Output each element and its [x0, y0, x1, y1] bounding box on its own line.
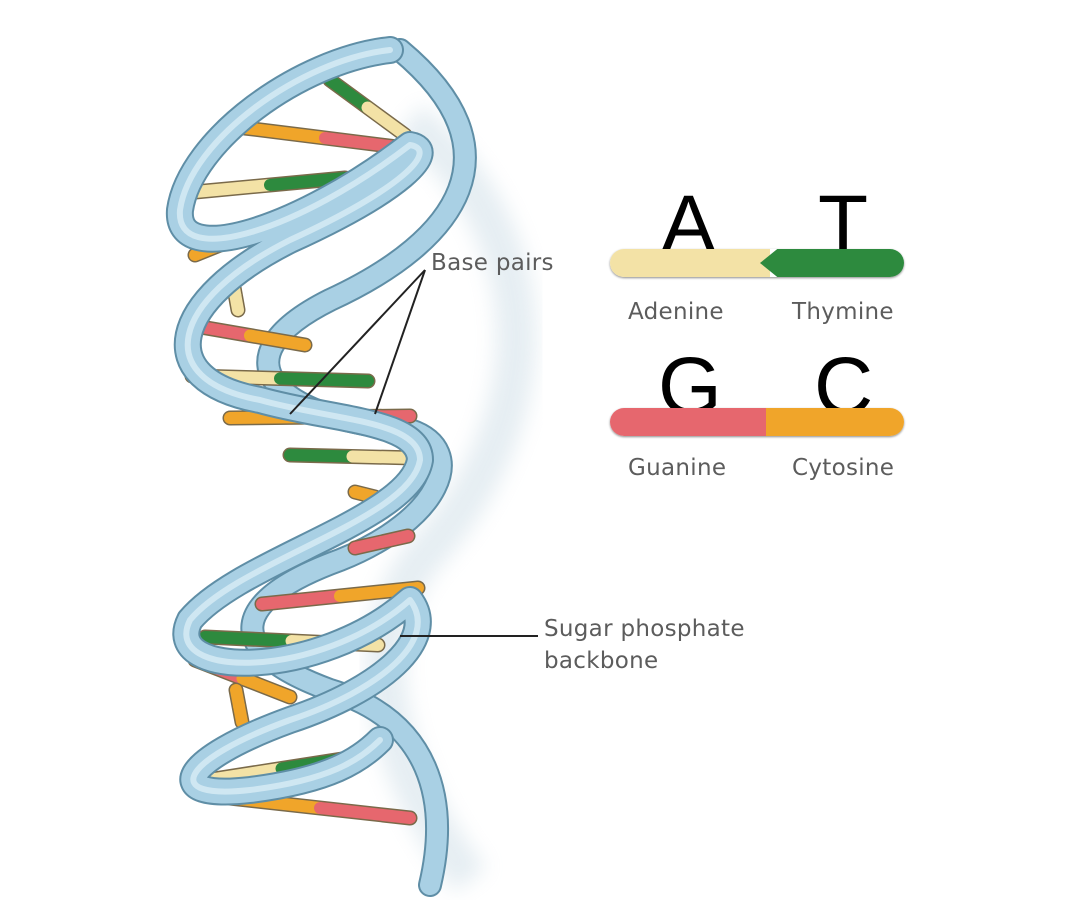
legend-name-adenine: Adenine — [628, 299, 724, 325]
base-pair-3-left — [189, 179, 276, 198]
legend-name-guanine: Guanine — [628, 455, 727, 481]
legend-name-cytosine: Cytosine — [792, 455, 895, 481]
backbone-label-line-1: Sugar phosphate — [544, 616, 745, 642]
base-pair-3-right — [264, 172, 351, 191]
legend-seg-thymine — [760, 249, 904, 277]
base-pair-11-right — [375, 530, 414, 548]
base-pair-14-right — [236, 672, 296, 703]
base-pair-13-left — [199, 631, 298, 647]
base-pairs-leader-line-2 — [374, 269, 426, 415]
backbone-label-line-2: backbone — [544, 648, 659, 674]
base-pair-12-left — [256, 590, 346, 610]
legend-name-thymine: Thymine — [792, 299, 894, 325]
base-pair-5-right — [229, 290, 244, 316]
base-pair-17-right — [314, 802, 416, 824]
legend-bar-guanine-cytosine — [610, 408, 904, 436]
base-pair-1-left — [324, 74, 374, 114]
legend-seg-adenine — [610, 249, 770, 277]
base-pairs-leader-line-1 — [289, 269, 426, 415]
base-pair-2-left — [239, 122, 331, 144]
legend-bar-adenine-thymine — [610, 249, 904, 277]
helix-shadow — [365, 104, 537, 892]
base-pair-7-right — [274, 372, 374, 387]
legend-seg-guanine — [610, 408, 766, 436]
base-pairs-label: Base pairs — [431, 250, 554, 276]
base-pair-9-left — [284, 449, 359, 463]
base-pair-6-right — [244, 329, 311, 351]
base-pair-15-right — [233, 700, 248, 728]
base-pair-9-right — [346, 450, 421, 464]
legend-seg-cytosine — [766, 408, 904, 436]
base-pair-1-right — [361, 101, 411, 141]
